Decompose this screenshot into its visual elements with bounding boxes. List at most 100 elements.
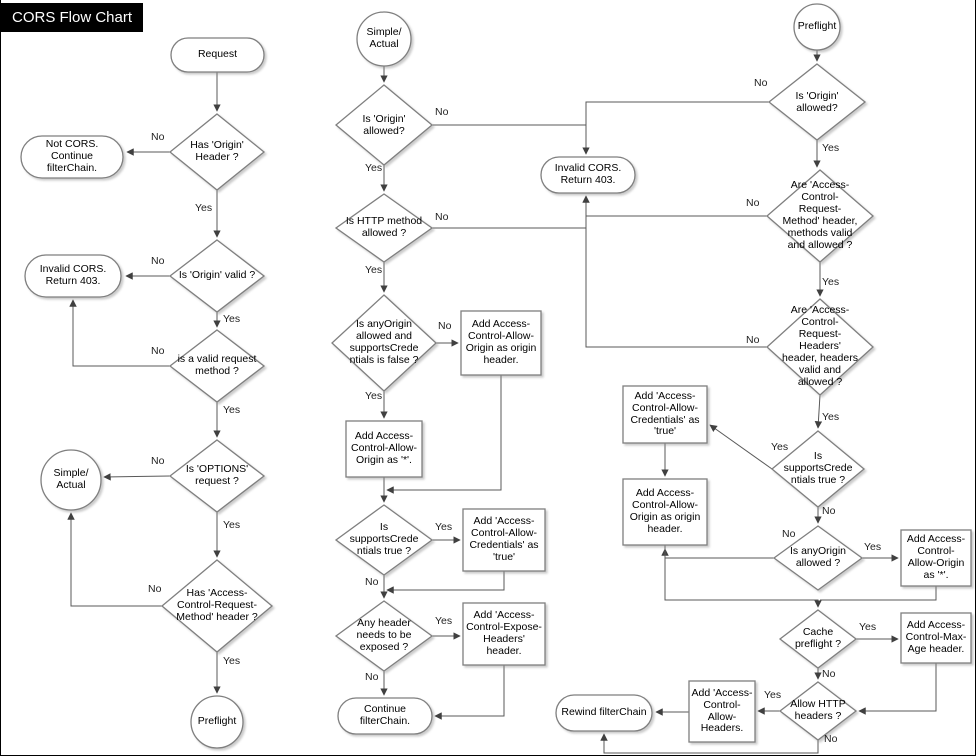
node-add-star-right-shape	[900, 529, 972, 587]
node-anyorigin-right: Is anyOrigin allowed ?	[789, 545, 847, 569]
edge-label-no: No	[438, 320, 452, 332]
node-options-request: Is 'OPTIONS' request ?	[185, 463, 249, 487]
edge-label-no: No	[365, 671, 379, 683]
edge-label-no: No	[746, 334, 760, 346]
node-add-maxage-shape	[900, 612, 972, 664]
node-add-expose: Add 'Access-Control-Expose-Headers' head…	[466, 609, 542, 657]
node-simple-actual-left: Simple/ Actual	[53, 467, 89, 491]
edge-acrh-right-yes	[814, 394, 823, 429]
edge-label-yes: Yes	[764, 689, 782, 701]
edge-label-yes: Yes	[435, 615, 453, 627]
node-origin-allowed-mid: Is 'Origin' allowed?	[362, 113, 406, 137]
edge-options-no-to-simple	[103, 473, 171, 481]
edge-label-no: No	[151, 345, 165, 357]
node-invalid-cors-mid-shape	[540, 156, 636, 194]
node-origin-valid-shape	[168, 239, 266, 313]
node-continue: Continue filterChain.	[359, 703, 411, 727]
node-add-allow-headers-shape	[688, 680, 756, 743]
node-acrm-valid: Are 'Access-Control-Request-Method' head…	[782, 179, 858, 251]
edge-acrh-right-no-join	[585, 228, 767, 348]
node-method-allowed: Is HTTP method allowed ?	[345, 215, 423, 239]
edge-label-no: No	[365, 576, 379, 588]
chart-title: CORS Flow Chart	[1, 3, 144, 32]
node-any-header-shape	[334, 600, 434, 672]
edge-star-right-join	[820, 586, 937, 601]
edge-label-no: No	[822, 505, 836, 517]
node-not-cors: Not CORS. Continue filterChain.	[45, 138, 99, 174]
edge-label-yes: Yes	[223, 655, 241, 667]
edge-acrm-no-to-simple	[67, 512, 162, 607]
node-origin-allowed-right: Is 'Origin' allowed?	[795, 90, 839, 114]
edge-label-yes: Yes	[365, 264, 383, 276]
edge-label-no: No	[151, 455, 165, 467]
node-acrh-valid-shape	[766, 298, 874, 396]
edge-label-yes: Yes	[822, 142, 840, 154]
node-acrm-header: Has 'Access-Control-Request-Method' head…	[176, 587, 258, 623]
node-valid-method-shape	[168, 329, 266, 403]
node-add-expose-shape	[462, 602, 546, 666]
node-origin-allowed-mid-shape	[334, 84, 434, 166]
node-anyorigin-credentials: Is anyOrigin allowed and supportsCredent…	[349, 318, 419, 366]
edge-origin-header-to-cache	[664, 545, 822, 608]
node-supports-cred-mid: Is supportsCredentials true ?	[349, 521, 419, 557]
node-preflight-left-shape	[190, 695, 244, 749]
edge-label-no: No	[824, 733, 838, 745]
node-supports-cred-right-shape	[770, 430, 866, 508]
node-not-cors-shape	[20, 135, 124, 179]
edge-expose-to-continue	[434, 665, 505, 720]
node-add-origin-header-mid: Add Access-Control-Allow-Origin as origi…	[465, 318, 537, 366]
node-add-origin-header-mid-shape	[460, 310, 542, 376]
edge-label-yes: Yes	[435, 521, 453, 533]
edge-maxage-to-allow-http	[858, 663, 937, 715]
edge-label-yes: Yes	[365, 390, 383, 402]
node-preflight-left: Preflight	[197, 715, 237, 728]
node-anyorigin-credentials-shape	[331, 294, 437, 392]
node-add-star-mid-shape	[345, 420, 423, 478]
node-simple-actual-left-shape	[40, 449, 102, 511]
node-has-origin-shape	[168, 113, 266, 191]
node-acrh-valid: Are 'Access-Control-Request-Headers' hea…	[782, 304, 858, 388]
edge-label-no: No	[435, 211, 449, 223]
node-add-credentials-mid: Add 'Access-Control-Allow-Credentials' a…	[469, 515, 539, 563]
node-add-credentials-right-shape	[622, 385, 708, 444]
node-simple-actual-mid: Simple/ Actual	[366, 26, 402, 50]
node-continue-shape	[337, 697, 433, 735]
edge-label-yes: Yes	[771, 441, 789, 453]
node-options-request-shape	[168, 439, 266, 513]
node-acrm-valid-shape	[766, 169, 874, 263]
edge-label-no: No	[151, 255, 165, 267]
edge-label-no: No	[746, 197, 760, 209]
edge-label-yes: Yes	[365, 162, 383, 174]
node-add-allow-headers: Add 'Access-Control-Allow-Headers.	[691, 686, 753, 735]
edge-label-yes: Yes	[223, 313, 241, 325]
node-request: Request	[197, 48, 238, 61]
node-add-star-mid: Add Access-Control-Allow-Origin as '*'.	[351, 430, 417, 466]
edge-label-no: No	[151, 131, 165, 143]
node-request-shape	[170, 37, 265, 73]
node-method-allowed-shape	[334, 193, 434, 263]
edge-label-no: No	[148, 583, 162, 595]
edge-label-yes: Yes	[223, 519, 241, 531]
node-add-credentials-mid-shape	[462, 508, 546, 572]
node-invalid-cors-left: Invalid CORS. Return 403.	[39, 263, 107, 287]
node-cache-preflight: Cache preflight ?	[794, 626, 842, 650]
edge-label-no: No	[754, 77, 768, 89]
edge-label-no: No	[782, 528, 796, 540]
node-rewind: Rewind filterChain	[561, 706, 647, 719]
edge-label-yes: Yes	[859, 621, 877, 633]
node-origin-valid: Is 'Origin' valid ?	[178, 269, 256, 282]
edge-supports-cred-right-yes	[709, 424, 773, 470]
edge-label-yes: Yes	[195, 202, 213, 214]
edge-label-yes: Yes	[822, 411, 840, 423]
node-invalid-cors-mid: Invalid CORS. Return 403.	[554, 162, 622, 186]
edge-label-yes: Yes	[223, 404, 241, 416]
node-acrm-header-shape	[160, 559, 274, 653]
node-cache-preflight-shape	[778, 609, 858, 669]
edge-label-no: No	[435, 106, 449, 118]
node-supports-cred-right: Is supportsCredentials true ?	[783, 450, 853, 486]
node-add-star-right: Add Access-Control-Allow-Origin as '*'.	[906, 533, 966, 581]
node-invalid-cors-left-shape	[24, 254, 122, 298]
edge-allow-http-no-to-rewind	[600, 733, 819, 754]
